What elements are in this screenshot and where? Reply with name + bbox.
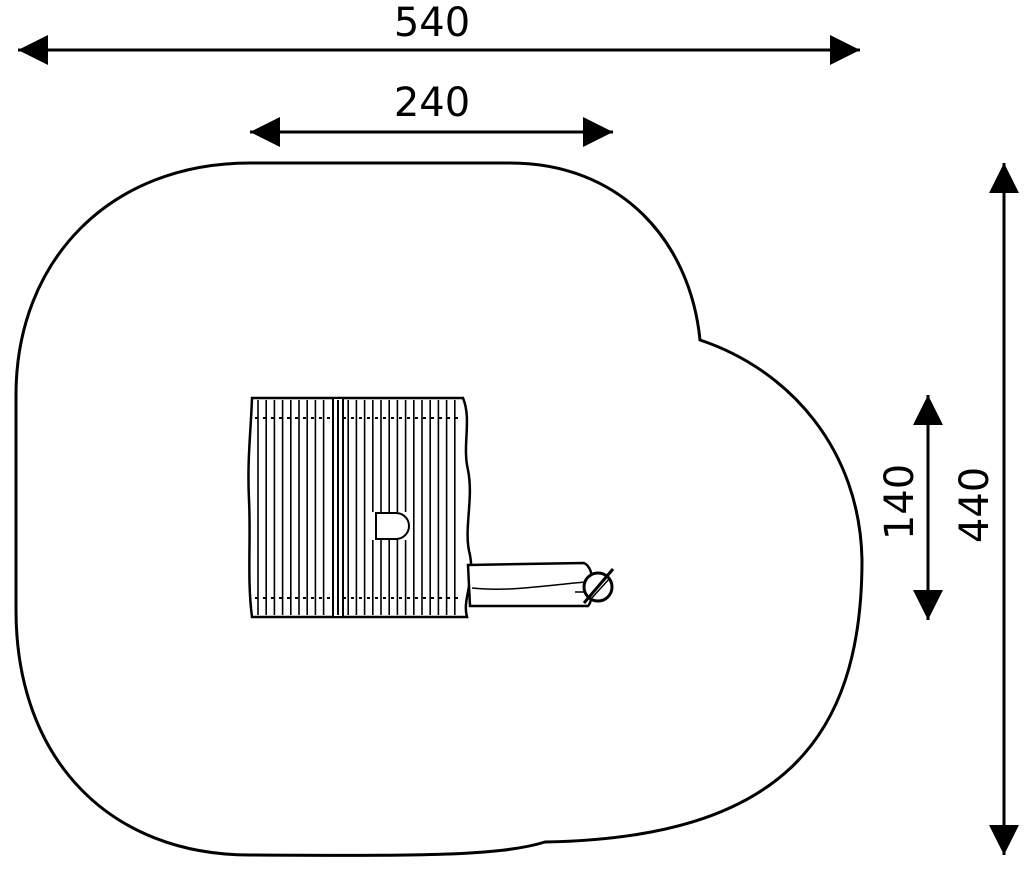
arm-grain-line	[471, 581, 586, 590]
platform-keyhole-notch	[375, 512, 410, 540]
total-depth-label: 440	[952, 467, 998, 543]
dimension-inner-width: 240	[250, 80, 613, 147]
equipment-platform	[247, 396, 473, 619]
dimension-total-width: 540	[17, 0, 860, 65]
dimension-total-depth: 440	[952, 163, 1019, 855]
dimension-inner-depth: 140	[877, 395, 943, 620]
pivot-slash-inner	[589, 577, 611, 601]
pivot-slash	[582, 568, 615, 604]
platform-outline	[247, 396, 473, 619]
total-width-label: 540	[394, 0, 470, 46]
arm-body	[466, 561, 594, 608]
safety-area-outline	[14, 161, 864, 857]
inner-depth-label: 140	[877, 464, 923, 540]
equipment-arm	[466, 561, 615, 608]
platform-slats	[257, 400, 456, 615]
inner-width-label: 240	[394, 80, 470, 126]
